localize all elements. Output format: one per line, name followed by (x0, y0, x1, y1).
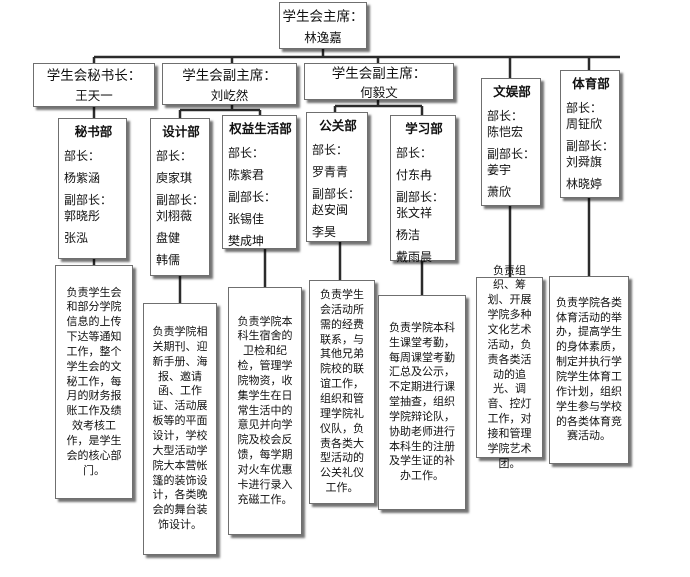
vice-chairman-box-2: 学生会副主席： 何毅文 (304, 63, 454, 100)
desc-study: 负责学院本科生课堂考勤，每周课堂考勤汇总及公示，不定期进行课堂抽查，组织学院辩论… (378, 295, 466, 510)
secretary-general-box: 学生会秘书长： 王天一 (33, 63, 155, 107)
dept-study: 学习部 部长： 付东冉 副部长： 张文祥 杨洁 戴雨晨 (390, 115, 456, 264)
secretary-general-name: 王天一 (75, 87, 113, 103)
secretary-general-title: 学生会秘书长： (46, 68, 142, 84)
dept-secretariat: 秘书部 部长： 杨紫涵 副部长： 郭晓彤 张泓 (58, 118, 127, 259)
dept-name: 学习部 (405, 121, 443, 136)
desc-secretariat: 负责学生会和部分学院信息的上传下达等通知工作，整个学生会的文秘工作，每月的财务报… (55, 265, 133, 499)
vice-chairman-2-title: 学生会副主席： (331, 66, 427, 82)
dept-name: 公关部 (319, 118, 357, 133)
desc-entertainment: 负责组织、筹划、开展学院多种文化艺术活动，负责各类活动的追光、调音、控灯工作，对… (476, 264, 543, 470)
dept-design: 设计部 部长： 庾家琪 副部长： 刘栩薇 盘健 韩儒 (150, 118, 210, 276)
dept-name: 权益生活部 (229, 121, 292, 136)
desc-public-relations: 负责学生会活动所需的经费联系，与其他兄弟院校的联谊工作，组织和管理学院礼仪队，负… (309, 280, 375, 504)
dept-rights-life: 权益生活部 部长： 陈紫君 副部长： 张锡佳 樊成坤 (222, 115, 297, 249)
vice-chairman-1-title: 学生会副主席： (182, 68, 277, 84)
dept-entertainment: 文娱部 部长： 陈恺宏 副部长： 姜宇 萧欣 (481, 78, 541, 206)
vice-chairman-box-1: 学生会副主席： 刘屹然 (162, 63, 297, 105)
desc-sports: 负责学院各类体育活动的举办，提高学生的身体素质，制定并执行学院学生体育工作计划，… (549, 276, 629, 464)
dept-name: 文娱部 (493, 84, 531, 99)
dept-name: 设计部 (162, 124, 200, 139)
dept-sports: 体育部 部长： 周钲欣 副部长： 刘舜旗 林晓婷 (560, 70, 620, 198)
dept-name: 秘书部 (74, 124, 113, 139)
vice-chairman-2-name: 何毅文 (360, 84, 398, 100)
chairman-name: 林逸嘉 (304, 29, 342, 45)
vice-chairman-1-name: 刘屹然 (210, 87, 249, 103)
chairman-box: 学生会主席： 林逸嘉 (279, 2, 367, 49)
dept-public-relations: 公关部 部长： 罗青青 副部长： 赵安闽 李昊 (306, 112, 368, 242)
desc-design: 负责学院相关期刊、迎新手册、海报、邀请函、工作证、活动展板等的平面设计，学校大型… (143, 303, 217, 555)
dept-name: 体育部 (572, 76, 610, 91)
chairman-title: 学生会主席： (282, 9, 364, 25)
desc-rights-life: 负责学院本科生宿舍的卫检和纪检，管理学院物资，收集学生在日常生活中的意见并向学院… (228, 287, 302, 535)
